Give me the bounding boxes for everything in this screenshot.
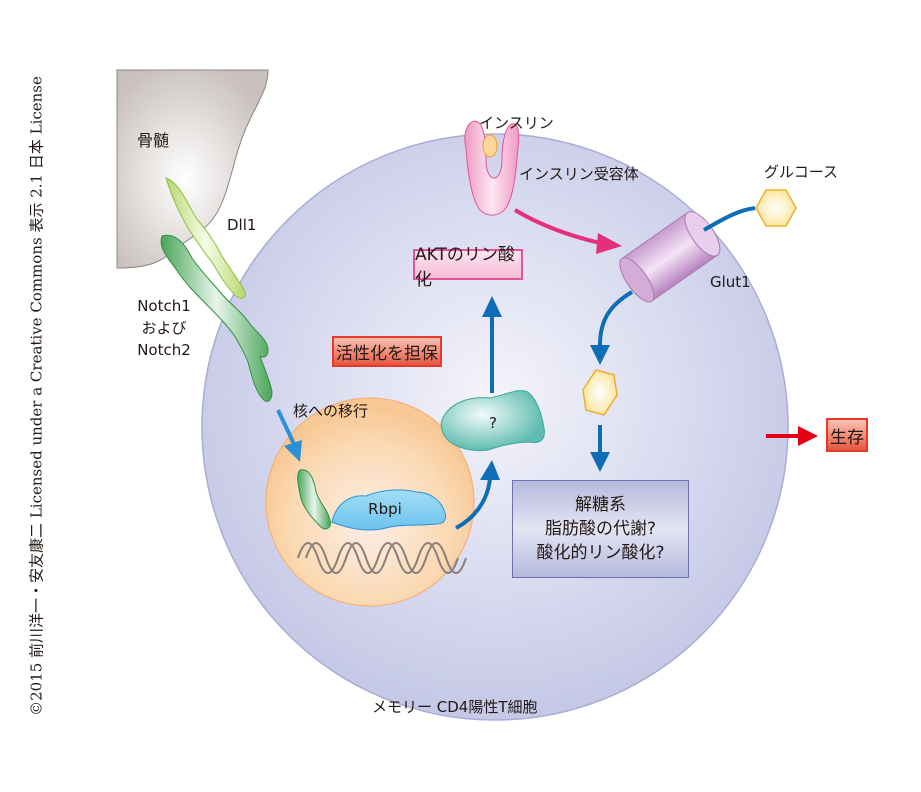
glut1-transporter bbox=[619, 211, 721, 303]
arrowhead bbox=[590, 452, 610, 472]
arrows bbox=[276, 206, 818, 530]
arrowhead bbox=[482, 296, 502, 317]
dna-helix bbox=[297, 542, 467, 574]
label-insulin: インスリン bbox=[479, 114, 554, 132]
insulin-receptor bbox=[464, 120, 520, 216]
arrow-receptor-to-glut1 bbox=[513, 208, 601, 245]
metabolism-fatty-acid: 脂肪酸の代謝? bbox=[544, 519, 657, 539]
metabolism-glycolysis: 解糖系 bbox=[575, 495, 626, 515]
arrow-notch-to-nucleus bbox=[276, 409, 296, 445]
arrowhead bbox=[480, 460, 500, 480]
bone-marrow-shape bbox=[116, 69, 269, 269]
glucose-molecule-outside bbox=[755, 189, 797, 227]
label-bone-marrow: 骨髄 bbox=[137, 131, 170, 150]
label-unknown-factor: ? bbox=[489, 414, 497, 432]
label-insulin-receptor: インスリン受容体 bbox=[519, 165, 639, 183]
label-notch-2: Notch2 bbox=[137, 341, 191, 359]
arrow-glucose-to-glut1 bbox=[702, 206, 756, 232]
label-notch-and: および bbox=[141, 319, 187, 337]
label-dll1: Dll1 bbox=[227, 216, 257, 234]
rbpi-protein bbox=[331, 489, 447, 531]
box-survival: 生存 bbox=[826, 418, 868, 452]
arrow-glut1-to-glucose bbox=[598, 290, 634, 346]
notch-intracellular-domain bbox=[297, 469, 331, 530]
arrowhead bbox=[284, 440, 302, 462]
label-glucose: グルコース bbox=[764, 163, 838, 181]
glucose-molecule-inside bbox=[582, 369, 618, 416]
label-cell-name: メモリー CD4陽性T細胞 bbox=[372, 698, 538, 716]
arrowhead bbox=[596, 233, 622, 254]
box-activation: 活性化を担保 bbox=[332, 336, 442, 367]
unknown-factor-protein bbox=[440, 390, 545, 451]
label-rbpi: Rbpi bbox=[368, 500, 402, 518]
box-akt-phosphorylation: AKTのリン酸化 bbox=[413, 245, 523, 290]
label-glut1: Glut1 bbox=[710, 273, 751, 291]
box-metabolism: 解糖系 脂肪酸の代謝? 酸化的リン酸化? bbox=[512, 480, 689, 578]
arrowhead bbox=[590, 345, 610, 365]
copyright-notice: ©2015 前川洋一・安友康二 Licensed under a Creativ… bbox=[27, 76, 46, 716]
arrow-nucleus-to-unknown bbox=[455, 477, 492, 530]
label-nuclear-translocation: 核への移行 bbox=[293, 402, 369, 420]
label-notch-1: Notch1 bbox=[137, 297, 191, 315]
dll1-ligand bbox=[165, 177, 246, 299]
metabolism-oxphos: 酸化的リン酸化? bbox=[536, 543, 665, 563]
arrowhead bbox=[798, 426, 818, 446]
insulin-molecule bbox=[482, 134, 498, 158]
notch-receptor bbox=[160, 234, 273, 402]
